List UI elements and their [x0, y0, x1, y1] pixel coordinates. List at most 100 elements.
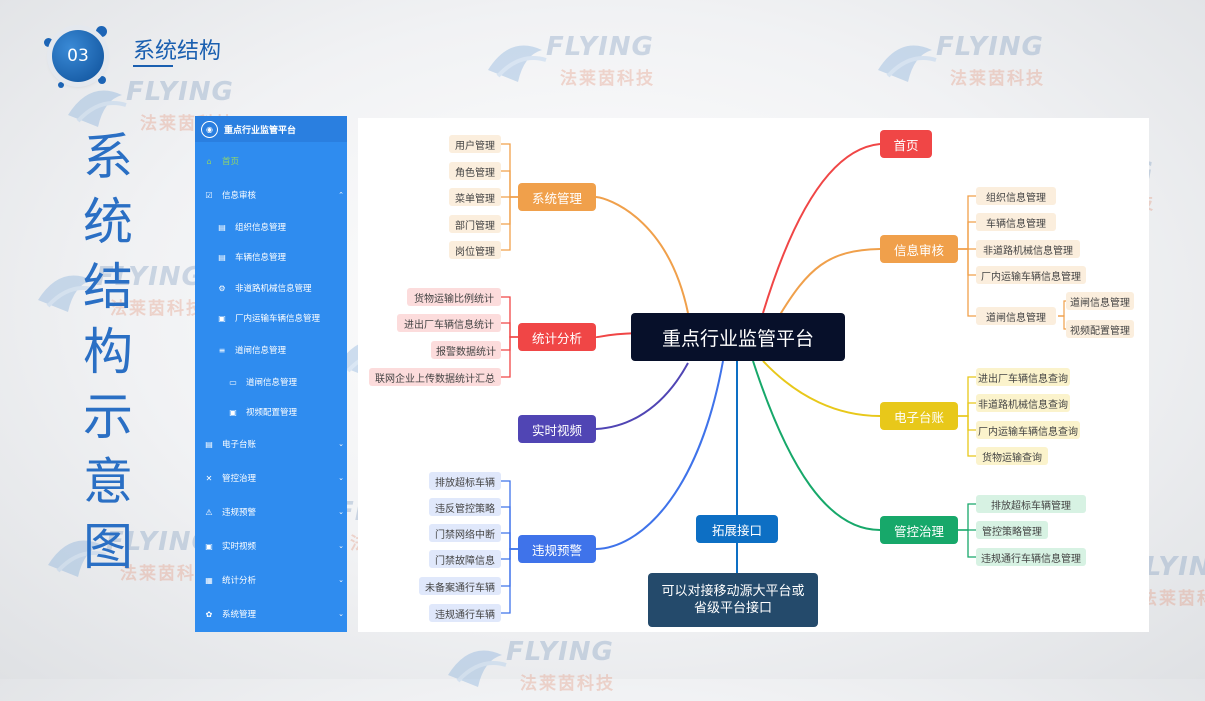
leaf-node: 门禁故障信息 [429, 550, 501, 568]
mindmap-link [1058, 315, 1066, 330]
chevron-down-icon: ⌄ [338, 610, 344, 618]
sidebar-item[interactable]: ▣ 厂内运输车辆信息管理 [195, 310, 347, 326]
sidebar: ◉ 重点行业监管平台 ⌂首页☑信息审核⌃▤组织信息管理▤车辆信息管理⚙非道路机械… [195, 116, 347, 632]
branch-node: 系统管理 [518, 183, 596, 211]
section-number-badge: 03 [52, 30, 104, 82]
sidebar-item[interactable]: ▭ 道闸信息管理 [195, 374, 347, 390]
watermark-text-cn: 法莱茵科技 [560, 69, 655, 89]
chevron-down-icon: ⌄ [338, 576, 344, 584]
watermark-text-cn: 法莱茵科技 [950, 69, 1045, 89]
sidebar-item-label: 管控治理 [222, 474, 257, 484]
branch-node: 管控治理 [880, 516, 958, 544]
truck-icon: ▣ [218, 313, 226, 323]
leaf-node: 岗位管理 [449, 241, 501, 259]
mindmap-link [595, 360, 724, 550]
leaf-node: 进出厂车辆信息统计 [397, 314, 501, 332]
sidebar-item-label: 道闸信息管理 [246, 378, 298, 388]
leaf-node: 报警数据统计 [431, 341, 501, 359]
sidebar-item-label: 首页 [222, 157, 240, 167]
mindmap-link [958, 503, 976, 531]
mindmap-canvas: 重点行业监管平台系统管理用户管理角色管理菜单管理部门管理岗位管理统计分析货物运输… [358, 118, 1149, 632]
platform-logo-icon: ◉ [201, 120, 218, 138]
branch-node: 首页 [880, 130, 932, 158]
sidebar-item[interactable]: ⚙ 非道路机械信息管理 [195, 280, 347, 296]
leaf-node: 管控策略管理 [976, 521, 1048, 539]
chevron-up-icon: ⌃ [338, 191, 344, 199]
slide-title: 系统结构 [133, 39, 222, 64]
chevron-down-icon: ⌄ [338, 508, 344, 516]
sidebar-item-label: 统计分析 [222, 576, 257, 586]
sidebar-item-label: 电子台账 [222, 440, 257, 450]
sidebar-item[interactable]: ▤车辆信息管理 [195, 249, 347, 265]
mindmap-link [958, 415, 976, 457]
sidebar-item[interactable]: ≡道闸信息管理⌃ [195, 342, 347, 358]
mindmap-link [501, 532, 518, 550]
mindmap-link [762, 360, 881, 417]
sidebar-item[interactable]: ✕管控治理⌄ [195, 470, 347, 486]
home-icon: ⌂ [206, 156, 212, 166]
sidebar-item[interactable]: ⚠违规预警⌄ [195, 504, 347, 520]
decor-dot [44, 38, 53, 47]
vertical-title-char: 结 [83, 258, 133, 316]
document-icon: ▤ [218, 252, 226, 262]
vertical-title-char: 意 [83, 453, 133, 511]
mindmap-link [958, 415, 976, 431]
sidebar-header: ◉ 重点行业监管平台 [195, 116, 347, 142]
sidebar-item[interactable]: ▤ 电子台账 ⌄ [195, 436, 347, 452]
branch-node: 电子台账 [880, 402, 958, 430]
sidebar-item-label: 厂内运输车辆信息管理 [235, 314, 321, 324]
title-underline [133, 65, 173, 67]
leaf-node: 非道路机械信息管理 [976, 240, 1080, 258]
branch-node: 实时视频 [518, 415, 596, 443]
sidebar-item[interactable]: ✿系统管理⌄ [195, 606, 347, 622]
machine-icon: ⚙ [218, 283, 226, 293]
leaf-node: 道闸信息管理 [1066, 292, 1134, 310]
leaf-node: 用户管理 [449, 135, 501, 153]
sidebar-item-label: 视频配置管理 [246, 408, 298, 418]
mindmap-links [501, 143, 1066, 614]
decor-dot [58, 82, 64, 88]
sidebar-item[interactable]: ▦统计分析⌄ [195, 572, 347, 588]
leaf-node: 厂内运输车辆信息管理 [976, 266, 1086, 284]
interface-node: 拓展接口 [696, 515, 778, 543]
watermark-text: FLYING [506, 637, 614, 667]
warning-icon: ⚠ [205, 507, 213, 517]
sidebar-item-label: 组织信息管理 [235, 223, 287, 233]
center-node: 重点行业监管平台 [631, 313, 845, 361]
sidebar-item[interactable]: ▣ 视频配置管理 [195, 404, 347, 420]
vertical-title-char: 构 [83, 323, 133, 381]
leaf-node: 货物运输查询 [976, 447, 1048, 465]
leaf-node: 组织信息管理 [976, 187, 1056, 205]
gate-icon: ▭ [229, 377, 237, 387]
mindmap-link [958, 221, 976, 250]
leaf-node: 门禁网络中断 [429, 524, 501, 542]
leaf-node: 排放超标车辆管理 [976, 495, 1086, 513]
leaf-node: 角色管理 [449, 162, 501, 180]
chevron-down-icon: ⌄ [338, 440, 344, 448]
sidebar-title: 重点行业监管平台 [224, 125, 297, 136]
mindmap-link [958, 248, 976, 276]
mindmap-link [958, 529, 976, 558]
vertical-title-char: 图 [83, 518, 133, 576]
leaf-node: 进出厂车辆信息查询 [976, 368, 1070, 386]
sidebar-item[interactable]: ▣实时视频⌄ [195, 538, 347, 554]
watermark-text-cn: 法莱茵科技 [520, 674, 615, 694]
sidebar-item-label: 非道路机械信息管理 [235, 284, 312, 294]
mindmap-link [501, 548, 518, 614]
video-icon: ▣ [205, 541, 213, 551]
sidebar-item[interactable]: ⌂ 首页 [195, 153, 347, 169]
video-icon: ▣ [229, 407, 237, 417]
mindmap-link [595, 196, 689, 314]
mindmap-link [958, 376, 976, 417]
branch-node: 统计分析 [518, 323, 596, 351]
sidebar-item[interactable]: ▤组织信息管理 [195, 219, 347, 235]
ledger-icon: ▤ [205, 439, 213, 449]
sidebar-item[interactable]: ☑信息审核⌃ [195, 187, 347, 203]
leaf-node: 未备案通行车辆 [419, 577, 501, 595]
mindmap-link [777, 248, 881, 319]
mindmap-link [958, 248, 976, 317]
leaf-node: 厂内运输车辆信息查询 [976, 421, 1080, 439]
mindmap-link [958, 402, 976, 417]
